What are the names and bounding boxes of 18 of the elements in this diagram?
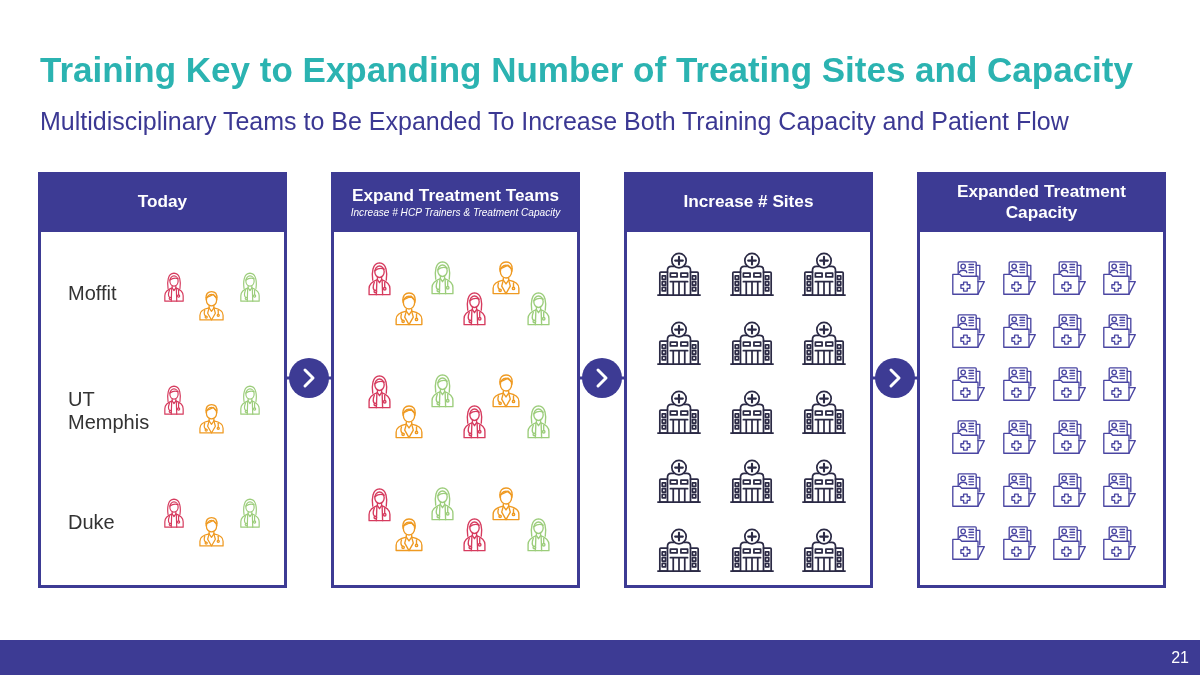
- panel-title: Increase # Sites: [683, 191, 814, 213]
- site-name: UT Memphis: [68, 388, 151, 434]
- stage-panel: [38, 172, 287, 588]
- panel-subtitle: Increase # HCP Trainers & Treatment Capacity: [350, 206, 561, 220]
- chevron-arrow: [580, 358, 624, 398]
- stage-panel: [917, 172, 1166, 588]
- panel-title: Expanded Treatment Capacity: [955, 180, 1128, 224]
- chevron-arrow: [287, 358, 331, 398]
- page-number: 21: [1171, 648, 1189, 668]
- site-name: Duke: [68, 510, 115, 534]
- stage-panel: [624, 172, 873, 588]
- stage-panel: [331, 172, 580, 588]
- slide-title: Training Key to Expanding Number of Treating Sites and Capacity: [40, 50, 1133, 91]
- panel-title: Today: [137, 191, 188, 213]
- site-name: Moffit: [68, 281, 117, 305]
- slide-subtitle: Multidisciplinary Teams to Be Expanded To Increase Both Training Capacity and Patient Flow: [40, 106, 1069, 136]
- chevron-arrow: [873, 358, 917, 398]
- panel-title: Expand Treatment Teams: [352, 184, 559, 207]
